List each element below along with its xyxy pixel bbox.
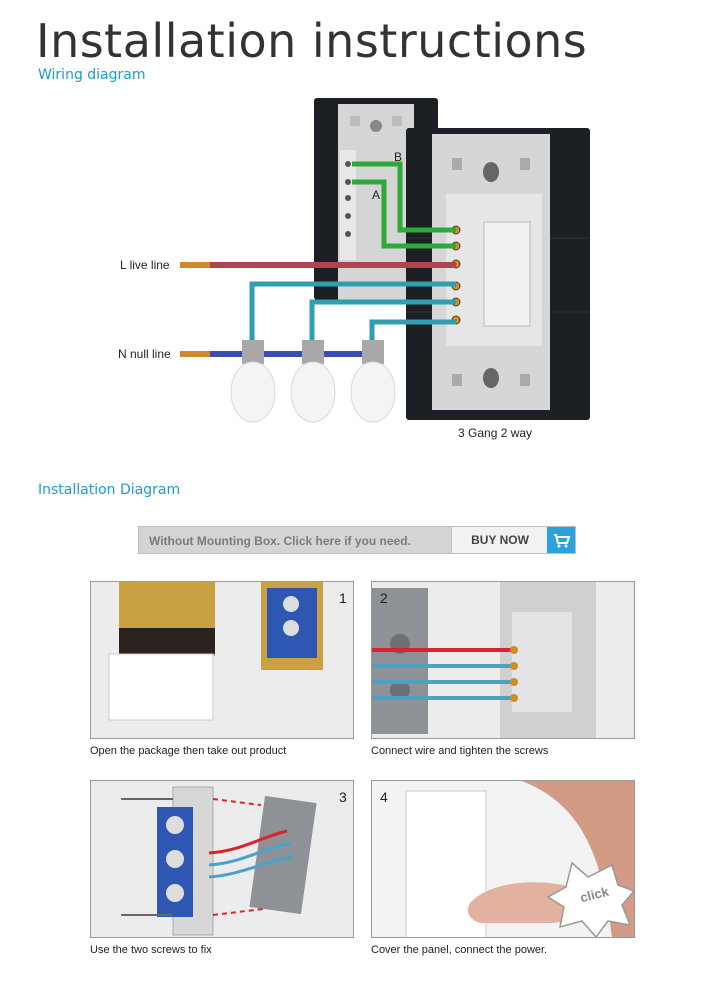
light-bulb-2: [290, 340, 336, 423]
step-1-caption: Open the package then take out product: [90, 745, 287, 757]
switch-wire-b: [352, 161, 456, 233]
wiring-diagram-drawing: [180, 98, 590, 423]
live-line-label: L live line: [120, 258, 170, 272]
click-badge-burst: [546, 861, 634, 937]
step-2-caption: Connect wire and tighten the screws: [371, 745, 549, 757]
step-3-caption: Use the two screws to fix: [90, 944, 212, 956]
mounting-box-banner[interactable]: Without Mounting Box. Click here if you …: [138, 526, 576, 554]
buy-now-button[interactable]: BUY NOW: [451, 527, 548, 553]
installation-diagram-heading: Installation Diagram: [38, 482, 181, 498]
wiring-caption: 3 Gang 2 way: [458, 426, 533, 440]
light-bulb-1: [230, 340, 276, 423]
step-1-drawing: [108, 582, 323, 721]
cart-icon[interactable]: [547, 527, 575, 553]
load-wire-2: [309, 299, 456, 350]
step-2-drawing: [372, 582, 596, 738]
step-3-number: 3: [339, 789, 347, 805]
step-2-number: 2: [380, 590, 388, 606]
wiring-diagram-heading: Wiring diagram: [38, 67, 146, 83]
step-4-image: 4 click: [371, 780, 635, 938]
light-bulb-3: [350, 340, 396, 423]
step-1-image: 1: [90, 581, 354, 739]
switch-wire-a: [352, 179, 456, 249]
step-3-drawing: [121, 786, 317, 936]
wire-a-label: A: [372, 188, 381, 202]
step-4-caption: Cover the panel, connect the power.: [371, 944, 548, 956]
load-wire-1: [249, 281, 456, 350]
null-line-label: N null line: [118, 347, 171, 361]
banner-text[interactable]: Without Mounting Box. Click here if you …: [149, 534, 411, 548]
wire-b-label: B: [394, 150, 403, 164]
step-4-drawing: [372, 781, 634, 937]
page-title: Installation instructions: [36, 14, 588, 68]
wiring-diagram: L live line N null line B A 3 Gang 2 way: [0, 90, 720, 460]
step-3-image: 3: [90, 780, 354, 938]
step-2-image: 2: [371, 581, 635, 739]
step-1-number: 1: [339, 590, 347, 606]
step-4-number: 4: [380, 789, 388, 805]
